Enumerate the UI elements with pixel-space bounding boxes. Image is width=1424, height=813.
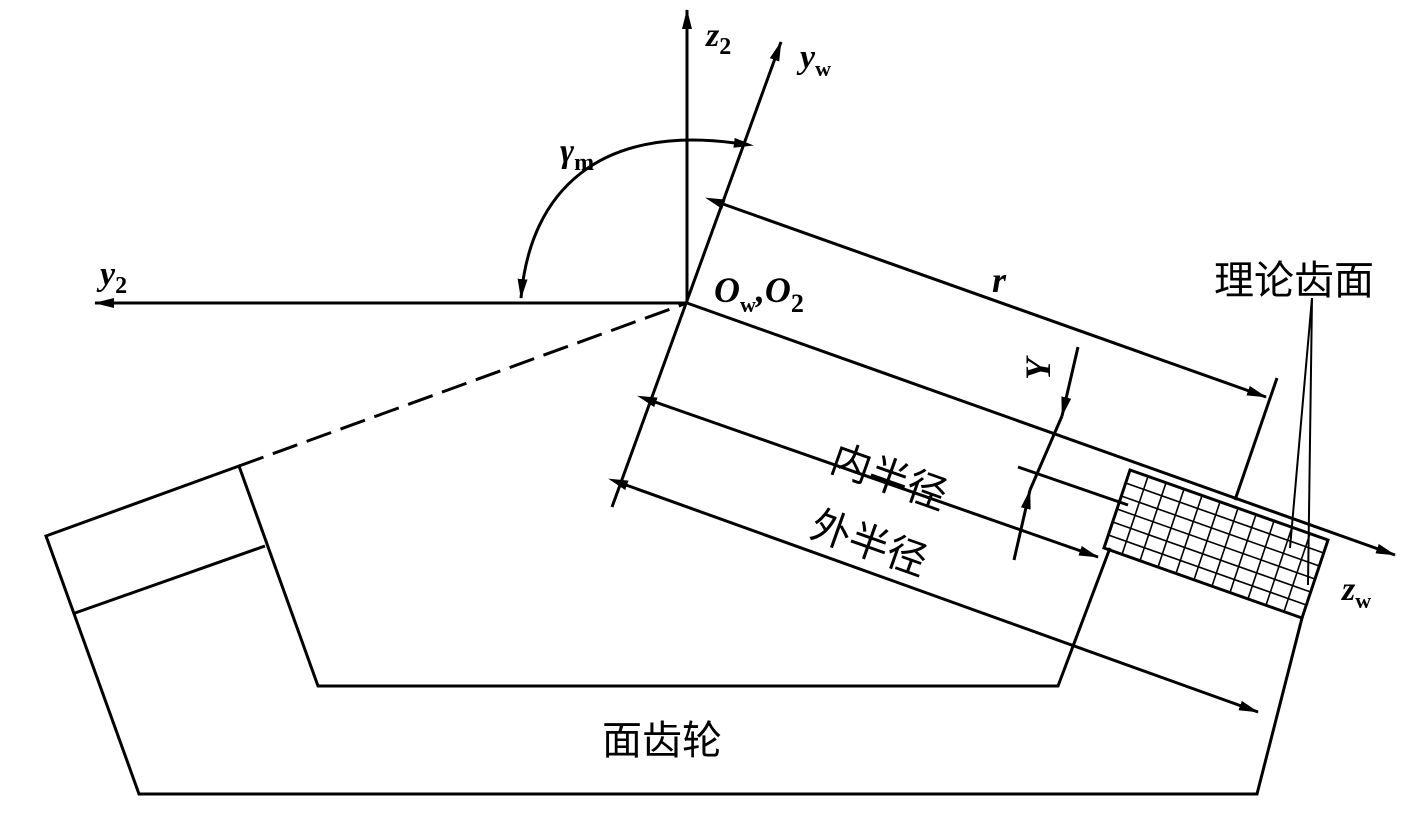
grid-column-line <box>1175 495 1203 574</box>
grid-row-line <box>1116 508 1316 580</box>
origin-label: Ow,O2 <box>714 270 804 318</box>
grid-column-line <box>1157 488 1185 568</box>
grid-row-line <box>1108 534 1307 606</box>
r-label: r <box>992 260 1007 300</box>
face-gear-label: 面齿轮 <box>602 718 722 764</box>
y-lower-arrow <box>1012 489 1032 561</box>
zw-axis <box>686 301 1396 557</box>
r-extension-line <box>1233 377 1279 501</box>
inner-radius-label: 内半径 <box>825 436 953 519</box>
grid-column-line <box>1211 507 1239 587</box>
grid-row-line <box>1112 521 1311 593</box>
grid-column-line <box>1139 482 1167 561</box>
grid-column-line <box>1283 533 1311 612</box>
y-upper-arrow <box>1060 346 1080 417</box>
tooth-surface-grid <box>1108 476 1324 612</box>
gear-inner-divider-1 <box>74 544 266 615</box>
z2-label: z2 <box>705 17 731 60</box>
y2-label: y2 <box>96 256 127 299</box>
grid-column-line <box>1229 514 1257 593</box>
r-dimension-line <box>705 197 1267 399</box>
gear-hub-dashed-line <box>238 301 688 468</box>
y-dimension-label: Y <box>1018 355 1058 380</box>
gamma-m-arc <box>517 137 754 299</box>
grid-column-line <box>1247 520 1275 600</box>
grid-column-line <box>1265 527 1293 606</box>
theoretical-tooth-surface-label: 理论齿面 <box>1214 258 1374 304</box>
coordinate-axes <box>94 9 1396 557</box>
grid-column-line <box>1121 476 1149 555</box>
grid-row-line <box>1121 495 1320 567</box>
gamma-m-label: γm <box>560 133 594 176</box>
tooth-surface-outline <box>1102 468 1330 620</box>
zw-label: zw <box>1341 571 1371 613</box>
yw-label: yw <box>796 39 831 81</box>
surface-leader-line-2 <box>1307 297 1313 586</box>
outer-radius-dimension-line <box>608 478 1259 714</box>
surface-leader-line-1 <box>1289 297 1313 549</box>
grid-column-line <box>1193 501 1221 581</box>
y-extension-line <box>1017 465 1129 507</box>
